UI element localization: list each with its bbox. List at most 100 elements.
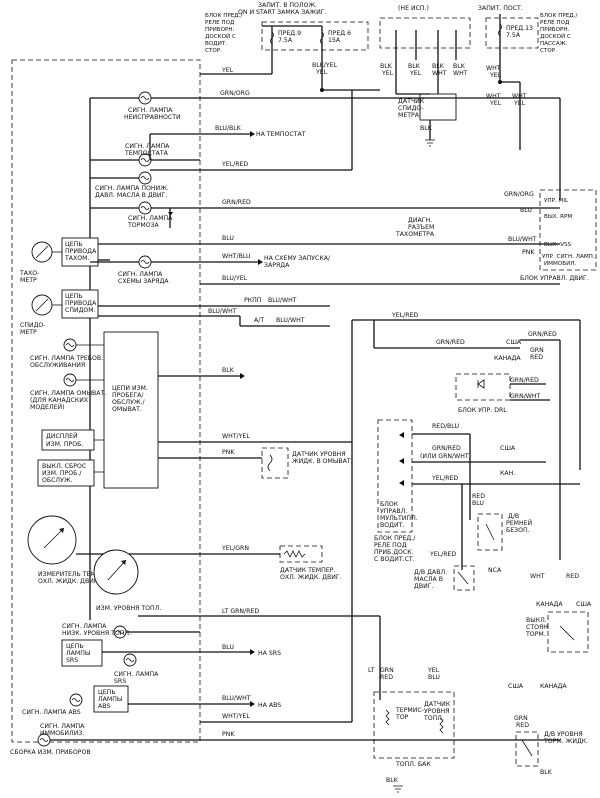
wire-blu-yel-label: BLU/YEL: [222, 275, 248, 282]
lamp-abs-label: СИГН. ЛАМПА ABS: [22, 709, 81, 716]
lamp-cruise-label-2: ТЕМПОСТАТА: [124, 150, 169, 157]
wire-blk-label-top2: BLK: [408, 63, 421, 70]
ecm-immob-label-2: ИММОБИЛ.: [544, 261, 576, 267]
usa-label-2: США: [500, 445, 516, 452]
fuse13-rating: 7.5А: [506, 32, 521, 39]
parking-sw-label-2: СТОЯН.: [526, 624, 550, 631]
wire-yel-red-label: YEL/RED: [221, 161, 248, 168]
lamp-oil-label-2: ДАВЛ. МАСЛА В ДВИГ.: [95, 192, 167, 199]
speed-sensor-label-2: СПИДО-: [398, 105, 424, 112]
fuse9-icon: [270, 31, 274, 45]
relay-box-driver-label-3: ПРИБОРН.: [205, 27, 235, 33]
relay-box-pass-6: СТОР.: [540, 48, 557, 54]
fuse6-icon: [320, 31, 324, 45]
ground-icon: [425, 139, 435, 147]
reset-switch-label-2: ИЗМ. ПРОБ./: [42, 470, 82, 477]
seatbelt-sw-label-1: Д/В: [508, 513, 519, 520]
to-charge-label-2: ЗАРЯДА: [264, 262, 290, 269]
wire-wht-label-pb: WHT: [530, 573, 545, 580]
wire-grn-org-label-ecm: GRN/ORG: [504, 191, 534, 198]
to-srs-label: НА SRS: [258, 650, 281, 657]
srs-circuit-label-3: SRS: [66, 657, 78, 664]
seatbelt-sw-label-2: РЕМНЕЙ: [506, 518, 533, 527]
diag-conn-label-1: ДИАГН.: [408, 217, 432, 224]
wire-yel-red-label-oil: YEL/RED: [429, 551, 456, 558]
canada-label-1: КАНАДА: [494, 355, 521, 362]
lamp-washer-label-2: (ДЛЯ КАНАДСКИХ: [30, 397, 89, 404]
fuse9-rating: 7.5А: [278, 37, 293, 44]
ecm-title: БЛОК УПРАВЛ. ДВИГ.: [520, 275, 589, 282]
wire-lt-label: LT: [368, 667, 375, 674]
lamp-charge-label-2: СХЕМЫ ЗАРЯДА: [118, 278, 169, 285]
wire-grn-label-r: GRN: [530, 347, 544, 354]
wire-grn-red-label-r1: GRN/RED: [528, 331, 557, 338]
ecm-immob-label-1: УПР. СИГН. ЛАМП.: [542, 254, 595, 260]
wire-wht-yel-label-top: WHT: [486, 65, 501, 72]
to-abs-label: НА ABS: [258, 702, 281, 709]
brake-fluid-sw-box: [515, 731, 539, 767]
relay-box-driver-label-4: ДОСКОЙ С: [205, 33, 236, 40]
temp-sensor-label-2: ОХЛ. ЖИДК. ДВИГ.: [280, 574, 342, 581]
lamp-srs-label-2: SRS: [114, 678, 126, 685]
wire-red-label-pb: RED: [566, 573, 579, 580]
lamp-immob-label-2: ИММОБИЛИЗ.: [40, 730, 84, 737]
tacho-drive-label-2: ПРИВОДА: [65, 248, 97, 255]
relay-box-pass-5: ПАССАЖ.: [540, 41, 568, 47]
tacho-drive-label-1: ЦЕПЬ: [65, 241, 83, 248]
thermistor-label-2: ТОР: [395, 714, 409, 721]
fuel-tank-label: ТОПЛ. БАК: [395, 761, 431, 768]
mult-unit-label-2: УПРАВЛ.: [380, 508, 407, 515]
fuel-level-label-3: ТОПЛ.: [423, 715, 444, 722]
wire-wht-yel-label-b: WHT/YEL: [222, 713, 250, 720]
wire-grn-red-label-r2: GRN/RED: [436, 339, 465, 346]
tacho-drive-label-3: ТАХОМ.: [64, 255, 89, 262]
fuse-box-driver: [261, 21, 369, 51]
tacho-label-1: ТАХО-: [19, 270, 39, 277]
abs-circuit-label-1: ЦЕПЬ: [98, 689, 116, 696]
wire-yel-label-r2: YEL: [513, 100, 526, 107]
washer-sensor-label-1: ДАТЧИК УРОВНЯ: [292, 451, 346, 458]
wire-yel-grn-label: YEL/GRN: [221, 545, 249, 552]
wire-red-label-ft: RED: [380, 674, 393, 681]
odometer-circuit-label-2: ПРОБЕГА/: [112, 392, 144, 399]
lamp-service-label-1: СИГН. ЛАМПА ТРЕБОВ.: [30, 355, 103, 362]
fuel-gauge-icon: [93, 549, 139, 595]
lamp-fuel-label-1: СИГН. ЛАМПА: [62, 623, 107, 630]
relay-box-pass-3: ПРИБОРН.: [540, 27, 570, 33]
diag-conn-label-2: РАЗЪЕМ: [408, 224, 434, 231]
ecm-box: [539, 189, 597, 271]
relay-box-driver-label-5: ВОДИТ.: [205, 41, 227, 47]
mult-unit-label-4: ВОДИТ.: [380, 522, 404, 529]
parking-sw-label-1: ВЫКЛ.: [526, 617, 547, 624]
odometer-circuit-label-4: ОМЫВАТ.: [112, 406, 142, 413]
wire-pnk-label-ecm: PNK: [522, 249, 535, 256]
wire-yel-red-label-r: YEL/RED: [391, 312, 418, 319]
ign-power-label-2: ON И START ЗАМКА ЗАЖИГ.: [238, 9, 327, 16]
wire-blu-label: BLU: [222, 235, 234, 242]
speedo-label-2: МЕТР: [20, 329, 37, 336]
nca-label: NCA: [488, 567, 502, 574]
reset-switch-label-1: ВЫКЛ. СБРОС: [42, 463, 86, 470]
lamp-cruise-label-1: СИГН. ЛАМПА: [125, 143, 170, 150]
fuse13-icon: [498, 23, 502, 37]
abs-circuit-label-2: ЛАМПЫ: [98, 696, 122, 703]
speed-sensor-label-3: МЕТРА: [398, 112, 420, 119]
wire-blu-wht-label-ecm: BLU/WHT: [508, 236, 537, 243]
ecm-mil-label: УПР. MIL: [544, 198, 569, 204]
wire-pnk-label: PNK: [222, 449, 235, 456]
wire-red-label-r: RED: [530, 354, 543, 361]
usa-label-4: США: [508, 683, 524, 690]
oil-sw-label-1: Д/В ДАВЛ.: [414, 569, 447, 576]
abs-circuit-label-3: ABS: [98, 703, 110, 710]
abs-circuit-box: [93, 685, 129, 713]
parking-sw-label-3: ТОРМ.: [525, 631, 546, 638]
wire-yel-label-r: YEL: [489, 100, 502, 107]
relay-box-driver2-label-2: РЕЛЕ ПОД: [374, 542, 407, 549]
wire-blk-yel-label: BLK/YEL: [312, 62, 338, 69]
ign-power-label-1: ЗАПИТ. В ПОЛОЖ.: [258, 2, 317, 9]
wire-grn-red-label-drl: GRN/RED: [510, 377, 539, 384]
wire-blk-label-2: BLK: [222, 367, 235, 374]
not-used-box: [379, 17, 471, 49]
oil-sw-label-2: МАСЛА В: [414, 576, 443, 583]
